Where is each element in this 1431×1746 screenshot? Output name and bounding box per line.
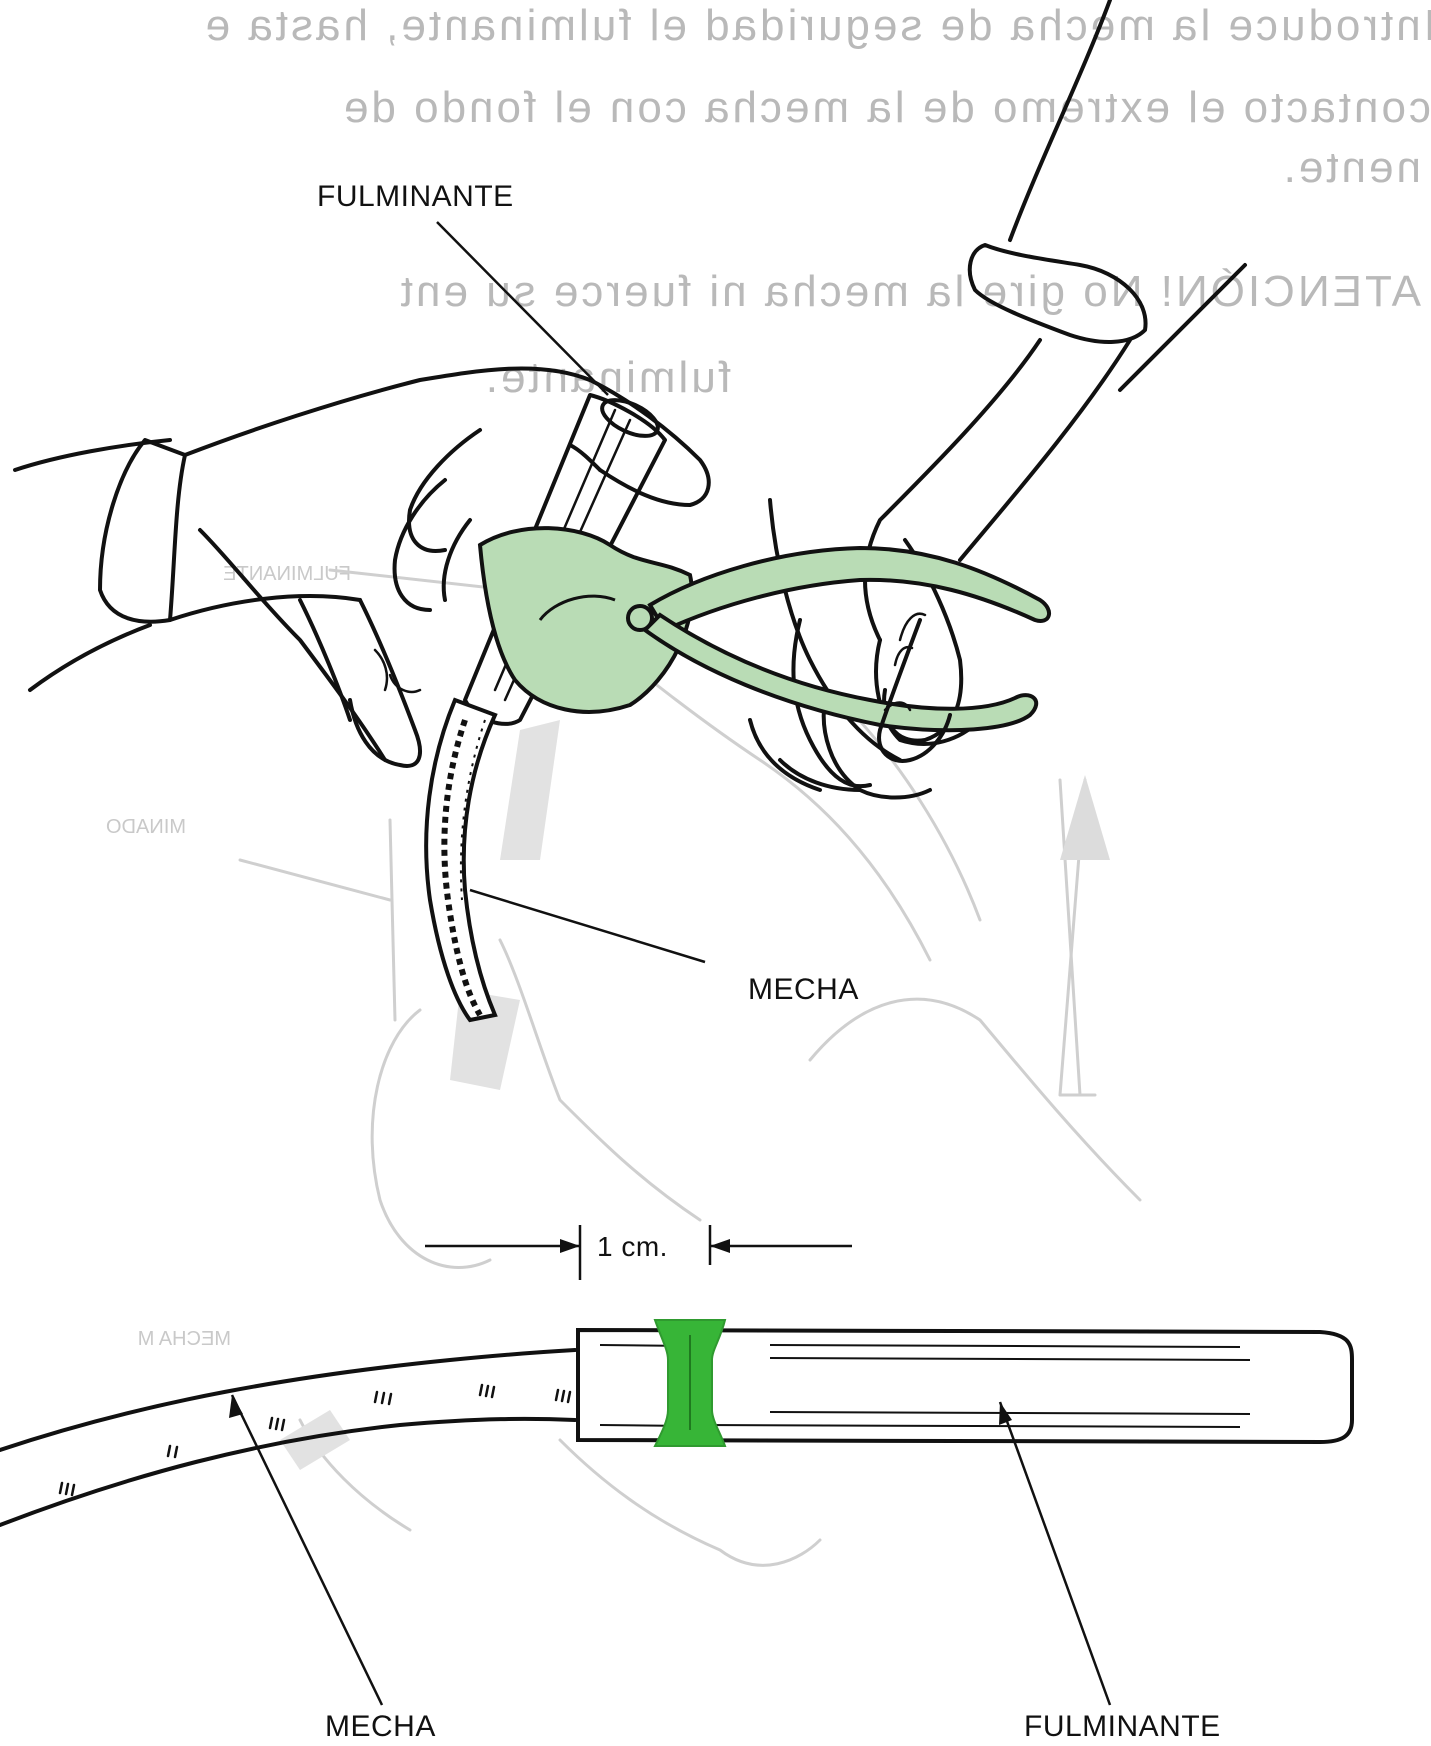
label-mecha-top: MECHA: [748, 973, 859, 1006]
ghost-line-2: contacto el extremo de la mecha con el f…: [341, 83, 1431, 132]
dimension-label: 1 cm.: [597, 1231, 668, 1262]
detail-diagram: 1 cm. MECHA FULMINANTE: [0, 1225, 1352, 1743]
label-mecha-bottom: MECHA: [325, 1710, 436, 1743]
label-fulminante-top: FULMINANTE: [317, 180, 514, 213]
ghost-line-1: Introduce la mecha de seguridad el fulmi…: [203, 1, 1431, 50]
ghost-line-3: nente.: [1281, 143, 1421, 192]
leader-fulminante-bottom: [1000, 1402, 1110, 1705]
ghost-label-minado: MINADO: [106, 816, 186, 838]
crimping-illustration: [15, 0, 1245, 1020]
ghost-line-4: ATENCIÓN! No gire la mecha ni fuerce su …: [398, 267, 1421, 316]
crimper-handle-upper: [650, 548, 1049, 630]
label-fulminante-bottom: FULMINANTE: [1024, 1710, 1221, 1743]
crimper-handle-lower: [645, 615, 1036, 730]
fuse-top-edge: [0, 1350, 575, 1450]
ghost-label-mecha: MECHA M: [138, 1328, 231, 1350]
